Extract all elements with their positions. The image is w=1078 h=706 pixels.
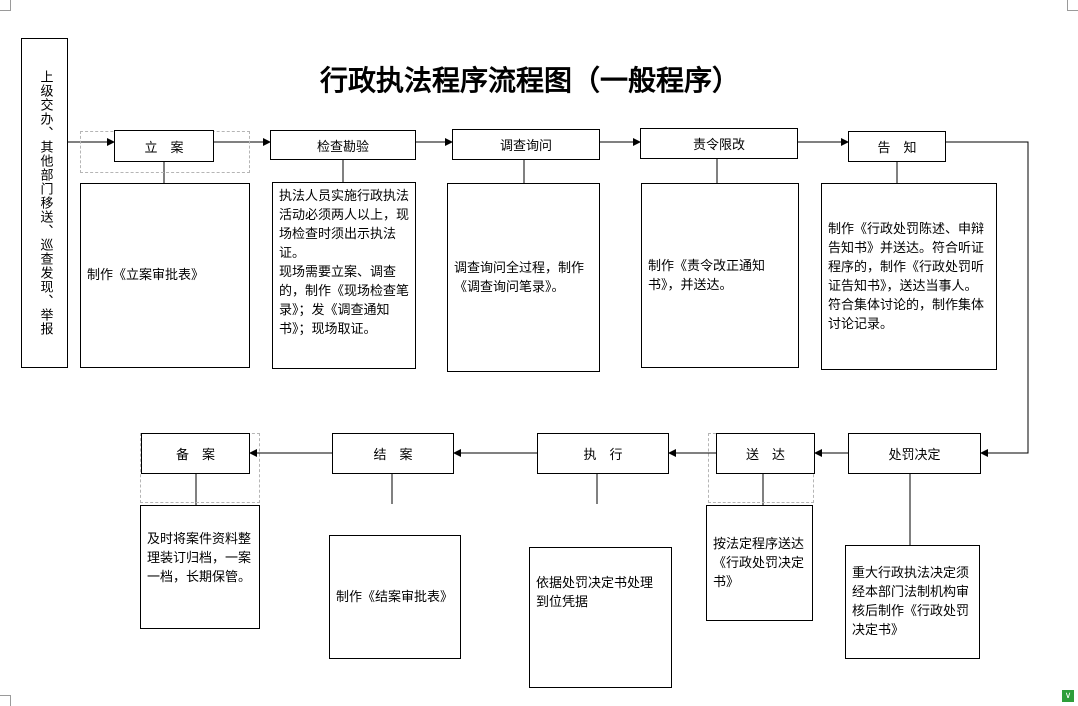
step-desc-jiancha: 执法人员实施行政执法活动必须两人以上，现场检查时须出示执法证。 现场需要立案、调… — [272, 182, 416, 369]
step-label-beian: 备 案 — [141, 433, 250, 474]
step-desc-songda: 按法定程序送达《行政处罚决定书》 — [706, 505, 813, 621]
step-desc-lian: 制作《立案审批表》 — [80, 183, 250, 368]
step-label-chufa: 处罚决定 — [848, 433, 981, 474]
step-label-diaocha: 调查询问 — [452, 129, 600, 160]
step-desc-chufa: 重大行政执法决定须经本部门法制机构审核后制作《行政处罚决定书》 — [845, 545, 980, 659]
step-desc-diaocha: 调查询问全过程，制作《调查询问笔录》。 — [447, 183, 600, 372]
corner-mark-bottom-left — [0, 695, 11, 706]
corner-mark-top-right — [1067, 0, 1078, 11]
step-desc-zhixing: 依据处罚决定书处理到位凭据 — [529, 547, 672, 688]
step-label-gaozhi: 告 知 — [848, 131, 946, 162]
step-label-lian: 立 案 — [114, 130, 214, 162]
chevron-down-icon[interactable]: ∨ — [1062, 690, 1074, 702]
source-box: 上级交办、其他部门移送、巡查发现、举报 — [21, 38, 68, 368]
step-label-zeling: 责令限改 — [640, 128, 798, 159]
step-label-jiean: 结 案 — [332, 433, 454, 474]
step-label-songda: 送 达 — [716, 433, 815, 474]
corner-mark-top-left — [0, 0, 11, 11]
step-desc-jiean: 制作《结案审批表》 — [329, 535, 461, 659]
step-desc-zeling: 制作《责令改正通知书》，并送达。 — [641, 183, 799, 368]
step-desc-beian: 及时将案件资料整理装订归档，一案一档，长期保管。 — [140, 505, 260, 629]
page-title: 行政执法程序流程图（一般程序） — [319, 64, 740, 97]
source-text: 上级交办、其他部门移送、巡查发现、举报 — [37, 70, 53, 336]
step-desc-gaozhi: 制作《行政处罚陈述、申辩告知书》并送达。符合听证程序的，制作《行政处罚听证告知书… — [821, 183, 997, 370]
arrow-gaozhi-to-chufa — [946, 141, 1029, 457]
step-label-zhixing: 执 行 — [537, 433, 669, 474]
step-label-jiancha: 检查勘验 — [270, 130, 416, 160]
